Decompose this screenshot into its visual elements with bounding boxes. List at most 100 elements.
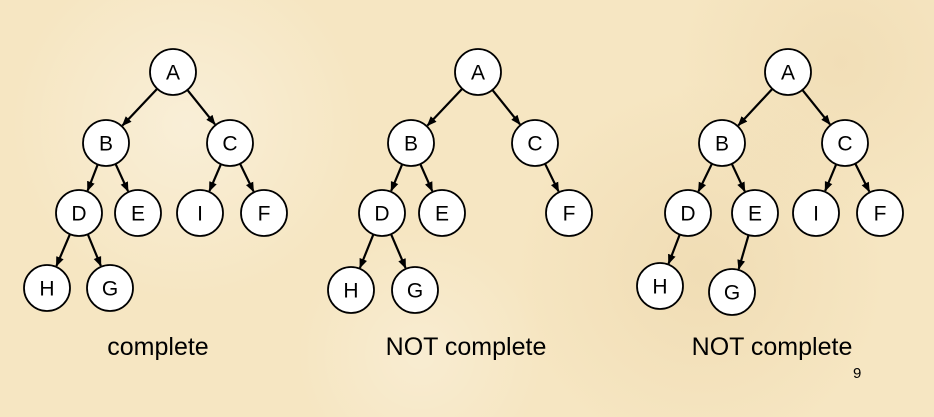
node-circle bbox=[176, 189, 224, 237]
tree-complete: A B C D E I F H G bbox=[23, 48, 288, 312]
node-label: B bbox=[99, 133, 113, 156]
node-circle bbox=[511, 119, 559, 167]
node-circle bbox=[821, 119, 869, 167]
edge-c-i bbox=[208, 163, 222, 192]
node-circle bbox=[387, 119, 435, 167]
edge-b-e bbox=[419, 163, 434, 192]
node-c: C bbox=[821, 119, 869, 167]
node-label: D bbox=[71, 203, 86, 226]
node-f: F bbox=[240, 189, 288, 237]
node-a: A bbox=[454, 48, 502, 96]
node-e: E bbox=[114, 189, 162, 237]
node-circle bbox=[856, 189, 904, 237]
node-label: B bbox=[404, 133, 418, 156]
node-label: E bbox=[748, 203, 762, 226]
node-label: A bbox=[781, 62, 795, 85]
node-label: G bbox=[407, 280, 423, 303]
edge-a-b bbox=[426, 87, 464, 127]
edge-d-h bbox=[358, 233, 375, 269]
caption-not-complete-2: NOT complete bbox=[691, 333, 853, 361]
node-d: D bbox=[55, 189, 103, 237]
node-circle bbox=[55, 189, 103, 237]
node-d: D bbox=[358, 189, 406, 237]
edge-c-f bbox=[239, 163, 255, 193]
caption-not-complete-1: NOT complete bbox=[385, 333, 547, 361]
node-circle bbox=[82, 119, 130, 167]
node-circle bbox=[708, 268, 756, 316]
node-circle bbox=[114, 189, 162, 237]
node-label: E bbox=[435, 203, 449, 226]
node-h: H bbox=[23, 264, 71, 312]
node-i: I bbox=[792, 189, 840, 237]
edge-c-f bbox=[544, 163, 560, 193]
node-d: D bbox=[664, 189, 712, 237]
node-label: I bbox=[813, 203, 819, 226]
edge-b-e bbox=[114, 163, 130, 193]
edge-a-c bbox=[801, 89, 831, 126]
node-label: C bbox=[837, 133, 852, 156]
node-circle bbox=[86, 264, 134, 312]
node-label: G bbox=[724, 282, 740, 305]
node-b: B bbox=[82, 119, 130, 167]
node-circle bbox=[240, 189, 288, 237]
node-label: C bbox=[222, 133, 237, 156]
node-e: E bbox=[731, 189, 779, 237]
node-circle bbox=[764, 48, 812, 96]
node-c: C bbox=[206, 119, 254, 167]
node-g: G bbox=[86, 264, 134, 312]
edge-b-e bbox=[730, 163, 746, 193]
node-label: H bbox=[652, 276, 667, 299]
node-circle bbox=[149, 48, 197, 96]
edge-a-b bbox=[121, 87, 159, 127]
node-i: I bbox=[176, 189, 224, 237]
node-circle bbox=[391, 266, 439, 314]
node-label: H bbox=[343, 280, 358, 303]
node-g: G bbox=[391, 266, 439, 314]
node-circle bbox=[636, 262, 684, 310]
node-circle bbox=[206, 119, 254, 167]
node-label: F bbox=[874, 203, 887, 226]
edge-a-c bbox=[491, 89, 521, 126]
node-circle bbox=[23, 264, 71, 312]
edge-d-h bbox=[55, 233, 71, 267]
node-b: B bbox=[387, 119, 435, 167]
node-f: F bbox=[856, 189, 904, 237]
edge-e-g bbox=[737, 234, 750, 270]
node-h: H bbox=[636, 262, 684, 310]
edge-b-d bbox=[697, 163, 713, 193]
node-a: A bbox=[149, 48, 197, 96]
node-circle bbox=[545, 189, 593, 237]
node-label: G bbox=[102, 278, 118, 301]
edge-c-i bbox=[824, 163, 838, 192]
node-label: I bbox=[197, 203, 203, 226]
node-circle bbox=[454, 48, 502, 96]
node-label: D bbox=[680, 203, 695, 226]
node-circle bbox=[418, 189, 466, 237]
edge-d-g bbox=[86, 233, 102, 267]
node-label: E bbox=[131, 203, 145, 226]
edge-a-b bbox=[737, 88, 774, 127]
node-circle bbox=[358, 189, 406, 237]
page-number: 9 bbox=[853, 365, 862, 382]
node-label: F bbox=[563, 203, 576, 226]
edge-b-d bbox=[86, 164, 99, 192]
edge-b-d bbox=[390, 163, 404, 192]
node-e: E bbox=[418, 189, 466, 237]
node-f: F bbox=[545, 189, 593, 237]
edge-c-f bbox=[854, 163, 871, 193]
node-label: C bbox=[527, 133, 542, 156]
node-circle bbox=[731, 189, 779, 237]
node-label: D bbox=[374, 203, 389, 226]
node-label: H bbox=[39, 278, 54, 301]
node-label: A bbox=[166, 62, 180, 85]
node-circle bbox=[792, 189, 840, 237]
edge-d-g bbox=[390, 233, 407, 269]
caption-complete: complete bbox=[107, 333, 209, 361]
node-label: A bbox=[471, 62, 485, 85]
node-a: A bbox=[764, 48, 812, 96]
node-label: F bbox=[258, 203, 271, 226]
edge-a-c bbox=[186, 89, 216, 126]
node-h: H bbox=[327, 266, 375, 314]
